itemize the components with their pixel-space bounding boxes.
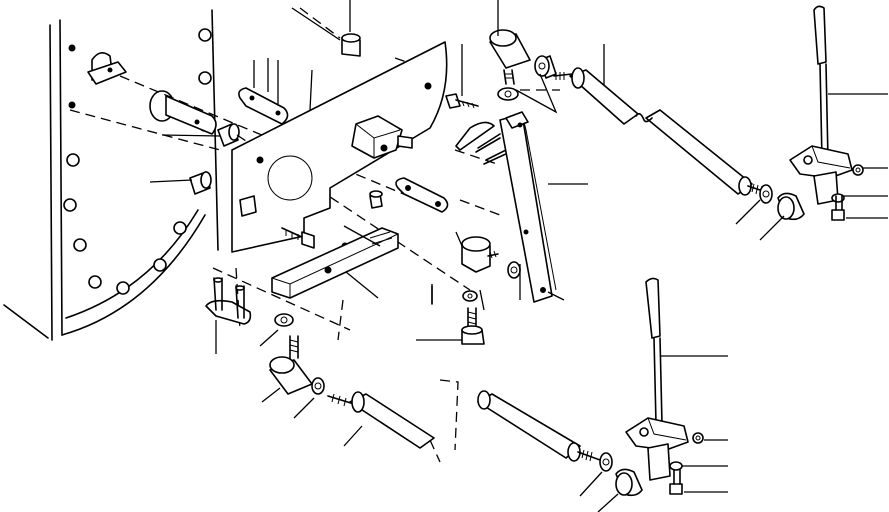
wall-bracket bbox=[87, 52, 127, 85]
rivet bbox=[369, 190, 383, 209]
lower-stud-left bbox=[289, 335, 299, 359]
upper-linkage-rod bbox=[553, 67, 767, 196]
leader-lines bbox=[149, 0, 888, 512]
square-block bbox=[351, 115, 413, 159]
lock-nut-upper bbox=[534, 55, 557, 79]
lower-cylinder-left bbox=[269, 356, 313, 395]
nut-upper bbox=[497, 87, 519, 101]
link-plate-center bbox=[395, 177, 449, 213]
lower-nut-left bbox=[274, 313, 294, 327]
bolt-center-lower bbox=[461, 290, 485, 345]
spacer-upper bbox=[217, 123, 240, 147]
lower-nut-left-2 bbox=[311, 377, 325, 395]
top-spacer bbox=[341, 33, 361, 57]
bolt-plate-lower bbox=[281, 227, 315, 249]
lower-linkage-rod bbox=[327, 390, 601, 462]
pin-bracket bbox=[205, 277, 252, 325]
upper-cylinder bbox=[489, 29, 531, 85]
spacer-mid bbox=[189, 171, 212, 195]
lower-control-lever bbox=[615, 277, 689, 497]
nut-upper-rod-end bbox=[759, 184, 773, 204]
threaded-cylinder bbox=[461, 236, 499, 273]
bolt-top-center bbox=[445, 93, 479, 109]
nut-lower-rod-end bbox=[599, 452, 613, 472]
lower-lever-hardware bbox=[669, 432, 704, 495]
wall-bolt-heads bbox=[63, 28, 212, 295]
link-plate-upper bbox=[238, 87, 289, 125]
pins bbox=[455, 121, 511, 165]
upper-lever-hardware bbox=[831, 164, 864, 221]
upper-control-lever bbox=[777, 5, 853, 221]
slide-bar bbox=[271, 227, 399, 299]
mounting-plate bbox=[231, 41, 448, 253]
pivot-shaft bbox=[149, 90, 217, 135]
bellcrank-arm bbox=[499, 111, 557, 303]
nut-center bbox=[507, 261, 521, 279]
